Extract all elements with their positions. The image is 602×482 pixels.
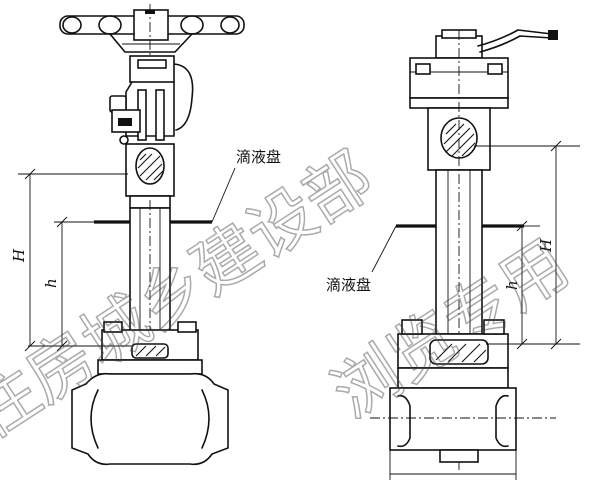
left-extension-column [129, 200, 171, 400]
right-valve [370, 29, 580, 480]
left-valve-body [71, 321, 229, 466]
dimension-h-right: h [503, 280, 521, 290]
right-valve-body [370, 319, 556, 480]
dimension-h-left: h [42, 278, 60, 288]
left-handwheel [59, 4, 245, 62]
left-bonnet [125, 143, 175, 209]
dimension-H-left: H [10, 248, 28, 263]
left-valve [18, 4, 245, 466]
right-extension-column [435, 30, 483, 470]
drip-tray-label-right: 滴液盘 [326, 276, 371, 294]
dimension-H-right: H [537, 238, 555, 253]
left-dimensions [18, 168, 132, 352]
right-lever-handle [435, 29, 558, 59]
drip-tray-label-left: 滴液盘 [236, 148, 281, 166]
left-yoke [109, 55, 194, 145]
right-dimensions [474, 140, 580, 350]
